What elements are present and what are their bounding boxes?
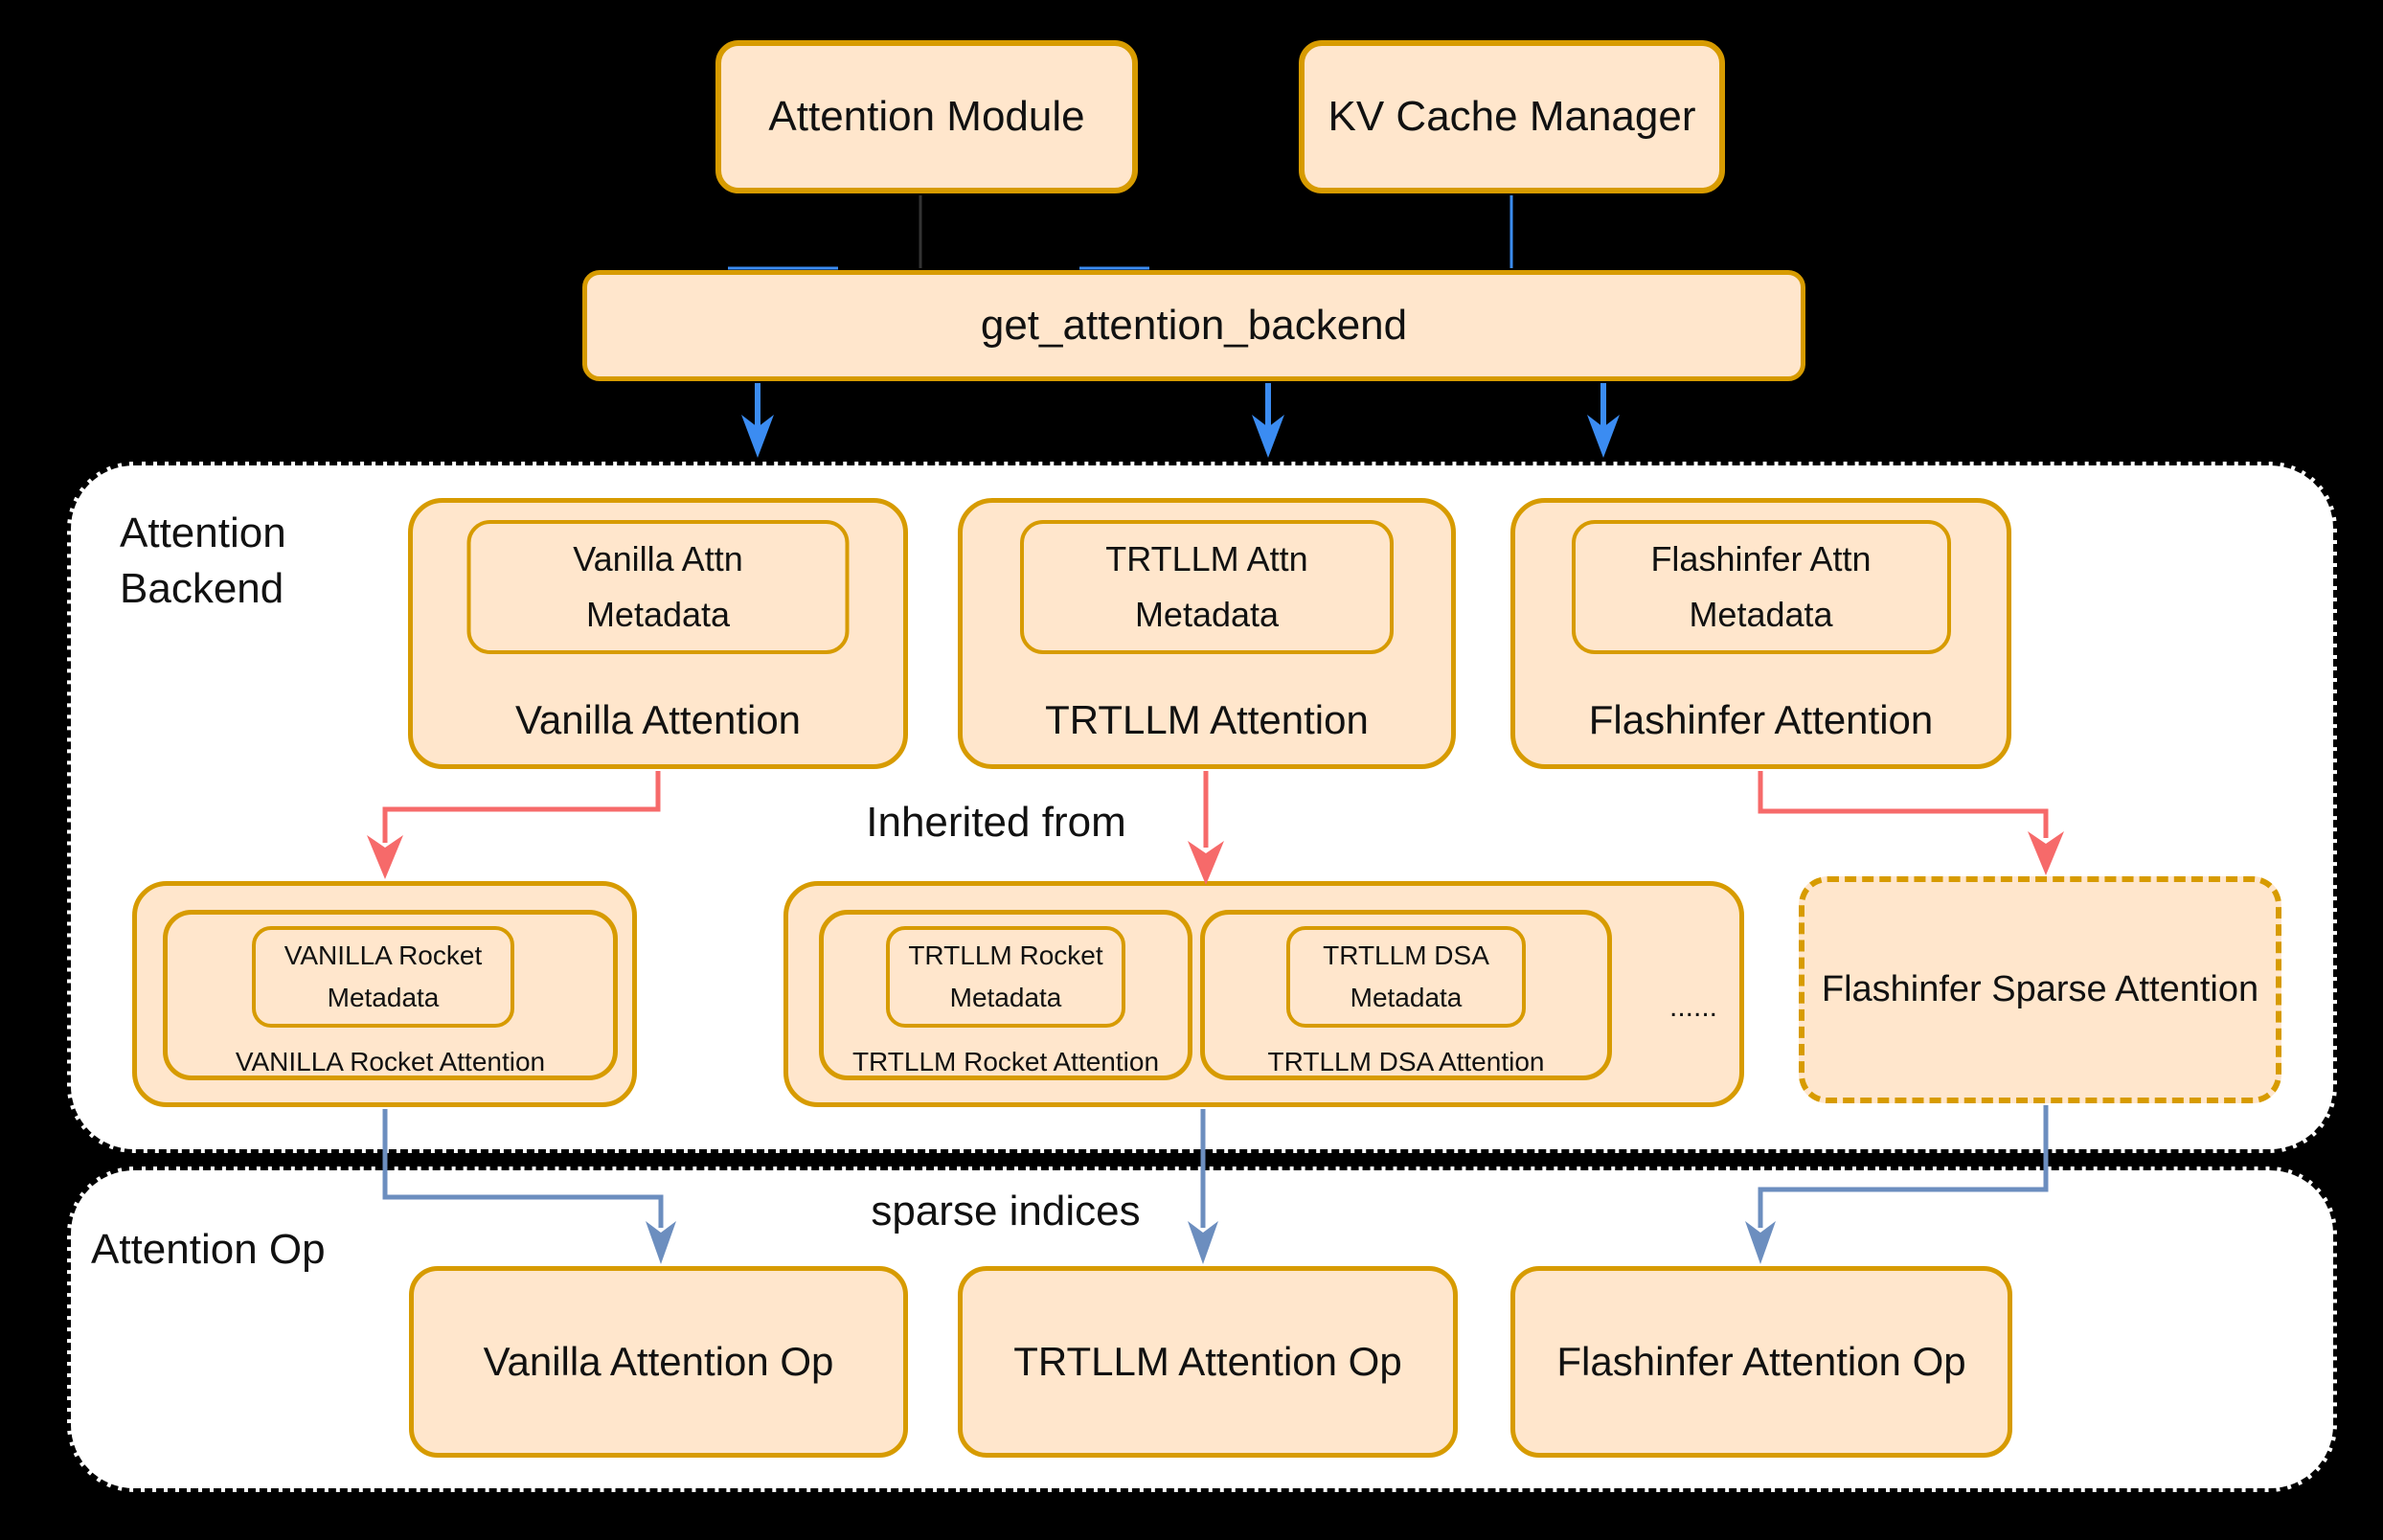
vanilla-attention-op-label: Vanilla Attention Op [483,1339,834,1384]
vanilla-rocket-metadata-line1: VANILLA Rocket [284,940,483,970]
vanilla-attention-label: Vanilla Attention [514,697,802,742]
trtllm-attn-metadata-line1: TRTLLM Attn [1105,538,1308,578]
trtllm-attention-node: TRTLLM Attn Metadata TRTLLM Attention [958,498,1456,769]
attention-backend-label-line2: Backend [120,565,284,612]
trtllm-attn-metadata-line2: Metadata [1134,595,1280,635]
vanilla-rocket-attention-label: VANILLA Rocket Attention [235,1047,546,1076]
kv-cache-manager-label: KV Cache Manager [1328,93,1696,140]
trtllm-dsa-metadata-line2: Metadata [1350,983,1463,1012]
flashinfer-attention-node: Flashinfer Attn Metadata Flashinfer Atte… [1510,498,2011,769]
trtllm-rocket-metadata-line2: Metadata [949,983,1062,1012]
trtllm-attn-metadata-node: TRTLLM Attn Metadata [1020,520,1394,654]
flashinfer-attn-metadata-line2: Metadata [1689,595,1833,635]
vanilla-attention-op-node: Vanilla Attention Op [409,1266,908,1458]
flashinfer-attention-label: Flashinfer Attention [1588,697,1934,742]
sparse-indices-label: sparse indices [871,1188,1141,1234]
get-attention-backend-node: get_attention_backend [582,270,1805,381]
flashinfer-attention-op-node: Flashinfer Attention Op [1510,1266,2012,1458]
flashinfer-attn-metadata-line1: Flashinfer Attn [1650,538,1872,578]
attention-module-node: Attention Module [715,40,1138,193]
trtllm-dsa-attention-label: TRTLLM DSA Attention [1267,1047,1545,1076]
attention-module-label: Attention Module [768,93,1085,140]
vanilla-rocket-metadata-line2: Metadata [327,983,440,1012]
trtllm-dsa-metadata-node: TRTLLM DSA Metadata [1286,926,1526,1028]
kv-cache-manager-node: KV Cache Manager [1299,40,1725,193]
ellipsis-label: ...... [1668,991,1717,1023]
trtllm-dsa-metadata-line1: TRTLLM DSA [1323,940,1489,970]
flashinfer-sparse-attention-node: Flashinfer Sparse Attention [1799,876,2281,1103]
attention-backend-section-label: Attention Backend [120,506,286,617]
vanilla-rocket-metadata-node: VANILLA Rocket Metadata [252,926,514,1028]
trtllm-attention-op-label: TRTLLM Attention Op [1013,1339,1402,1384]
trtllm-rocket-attention-label: TRTLLM Rocket Attention [851,1047,1160,1076]
vanilla-attn-metadata-line2: Metadata [585,595,731,635]
trtllm-attention-op-node: TRTLLM Attention Op [958,1266,1458,1458]
trtllm-rocket-metadata-node: TRTLLM Rocket Metadata [886,926,1125,1028]
trtllm-attention-label: TRTLLM Attention [1045,697,1369,742]
flashinfer-sparse-attention-label: Flashinfer Sparse Attention [1821,969,2259,1009]
blue-arrow-vanilla [741,383,774,458]
inherited-from-label: Inherited from [866,799,1126,846]
get-attention-backend-label: get_attention_backend [980,302,1408,349]
blue-arrow-flashinfer [1587,383,1620,458]
blue-arrow-trtllm [1252,383,1284,458]
attention-backend-label-line1: Attention [120,510,286,556]
vanilla-attn-metadata-line1: Vanilla Attn [573,538,743,578]
flashinfer-attention-op-label: Flashinfer Attention Op [1556,1339,1966,1384]
vanilla-attention-node: Vanilla Attn Metadata Vanilla Attention [408,498,908,769]
trtllm-rocket-metadata-line1: TRTLLM Rocket [908,940,1103,970]
flashinfer-attn-metadata-node: Flashinfer Attn Metadata [1571,520,1951,654]
attention-op-section-label: Attention Op [91,1226,326,1273]
vanilla-attn-metadata-node: Vanilla Attn Metadata [466,520,850,654]
